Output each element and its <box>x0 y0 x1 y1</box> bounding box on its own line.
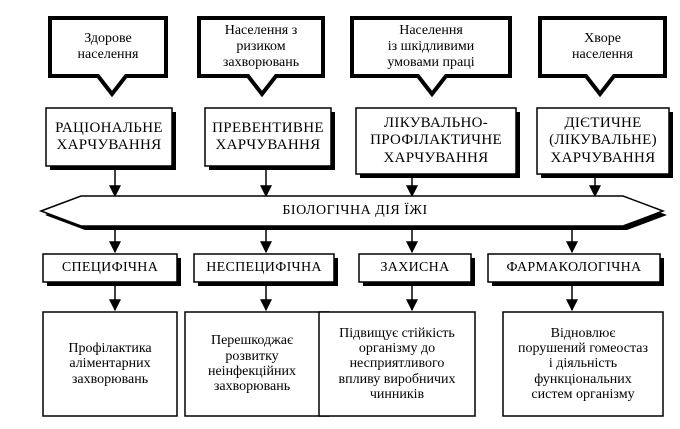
action-label-1: СПЕЦИФІЧНА <box>61 259 159 275</box>
action-box-3 <box>358 253 475 286</box>
central-arrow-label: БІОЛОГІЧНА ДІЯ ЇЖІ <box>282 202 428 218</box>
effect-label-2: Перешкоджає розвитку неінфекційних захво… <box>207 333 297 395</box>
action-label-4: ФАРМАКОЛОГІЧНА <box>506 259 642 275</box>
nutrition-box-2 <box>204 107 335 170</box>
effect-label-3: Підвищує стійкість організму до несприят… <box>338 325 456 403</box>
nutrition-label-4: ДІЄТИЧНЕ (ЛІКУВАЛЬНЕ) ХАРЧУВАННЯ <box>549 115 657 166</box>
action-box-1 <box>42 253 181 286</box>
nutrition-box-4 <box>536 107 673 178</box>
effect-label-4: Відновлює порушений гомеостаз і діяльніс… <box>517 325 649 403</box>
action-box-2 <box>193 253 338 286</box>
action-label-2: НЕСПЕЦИФІЧНА <box>206 259 322 275</box>
nutrition-label-2: ПРЕВЕНТИВНЕ ХАРЧУВАННЯ <box>212 119 324 153</box>
nutrition-box-3 <box>355 107 520 178</box>
effect-label-1: Профілактика аліментарних захворювань <box>68 340 152 387</box>
nutrition-label-3: ЛІКУВАЛЬНО- ПРОФІЛАКТИЧНЕ ХАРЧУВАННЯ <box>370 115 502 166</box>
action-label-3: ЗАХИСНА <box>380 259 450 275</box>
effect-box-3 <box>318 311 476 417</box>
effect-box-1 <box>42 311 178 417</box>
population-callout-1 <box>48 16 168 98</box>
population-label-2: Населення з ризиком захворювань <box>222 22 300 71</box>
effect-box-4 <box>502 311 664 417</box>
population-callout-2 <box>197 16 325 98</box>
nutrition-box-1 <box>45 107 176 170</box>
nutrition-label-1: РАЦІОНАЛЬНЕ ХАРЧУВАННЯ <box>55 119 163 153</box>
population-label-3: Населення із шкідливими умовами праці <box>387 22 475 71</box>
population-callout-3 <box>350 16 512 98</box>
action-box-4 <box>487 253 664 286</box>
central-double-arrow <box>38 195 667 230</box>
population-callout-4 <box>538 16 667 98</box>
population-label-1: Здорове населення <box>77 30 139 62</box>
population-label-4: Хворе населення <box>572 30 633 62</box>
